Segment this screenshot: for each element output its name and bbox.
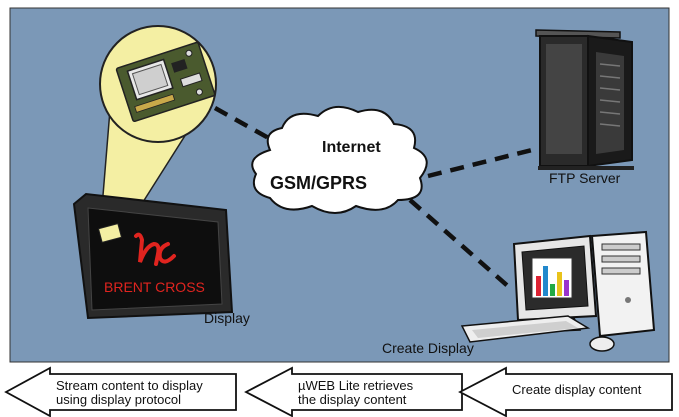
controller-board-zoom [99,25,217,143]
ftp-server-label: FTP Server [549,170,621,186]
flow-arrow-retrieve: µWEB Lite retrieves the display content [244,366,463,417]
cloud-line-gsm: GSM/GPRS [270,173,367,193]
sign-board-icon [97,223,123,243]
link-to-ftp-server [427,145,541,179]
sign-brand-text: BRENT CROSS [104,279,205,295]
hc-logo [134,232,176,266]
flow-step-1-line2: using display protocol [56,392,181,407]
ftp-server-icon [535,29,634,170]
pc-workstation-icon [460,230,656,352]
flow-arrow-create: Create display content [458,366,673,417]
flow-arrow-stream: Stream content to display using display … [4,366,237,417]
create-display-label: Create Display [382,340,474,356]
led-sign: BRENT CROSS [72,192,234,320]
cloud-line-internet: Internet [322,139,381,156]
flow-step-3-line1: Create display content [512,382,642,397]
flow-step-2-line2: the display content [298,392,407,407]
flow-step-1-line1: Stream content to display [56,378,203,393]
flow-arrows: Stream content to display using display … [4,366,673,417]
display-label: Display [204,310,250,326]
flow-step-2-line1: µWEB Lite retrieves [298,378,414,393]
internet-cloud: Internet GSM/GPRS [251,105,428,214]
